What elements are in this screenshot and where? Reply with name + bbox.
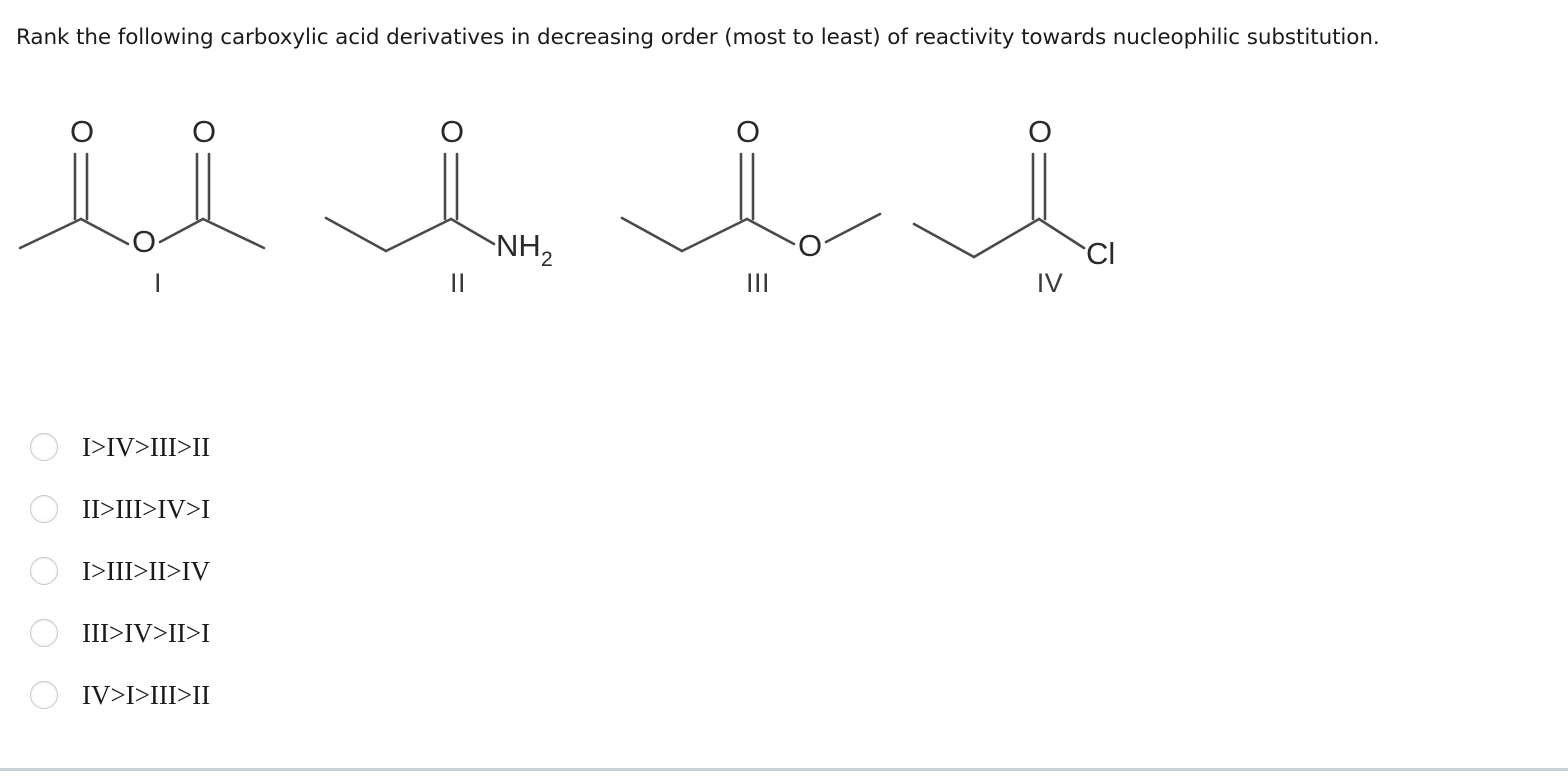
option-row-b[interactable]: II>III>IV>I xyxy=(0,478,700,540)
atom-label-oxygen-right: O xyxy=(192,114,216,149)
bond-carbonyl-to-chlorine xyxy=(1037,217,1086,250)
radio-button-e[interactable] xyxy=(30,681,58,709)
atom-label-oxygen: O xyxy=(1028,114,1052,149)
structure-ii-amide: O NH 2 II xyxy=(308,96,608,316)
atom-label-nitrogen: NH xyxy=(496,228,541,263)
option-row-a[interactable]: I>IV>III>II xyxy=(0,416,700,478)
bond-methyl-right xyxy=(201,217,266,250)
bond-methyl-to-ch2 xyxy=(324,216,388,253)
atom-label-oxygen-center: O xyxy=(132,224,156,259)
structure-i-anhydride: O O O I xyxy=(8,96,308,316)
option-label-b: II>III>IV>I xyxy=(82,493,211,524)
structure-label-iv: IV xyxy=(1036,268,1064,298)
option-label-a: I>IV>III>II xyxy=(82,431,211,462)
answer-options-group: I>IV>III>II II>III>IV>I I>III>II>IV III>… xyxy=(0,416,700,726)
bond-ch2-to-carbonyl xyxy=(384,217,453,253)
option-row-e[interactable]: IV>I>III>II xyxy=(0,664,700,726)
option-row-c[interactable]: I>III>II>IV xyxy=(0,540,700,602)
atom-label-oxygen-carbonyl: O xyxy=(736,114,760,149)
bond-methyl-to-ch2 xyxy=(912,222,976,259)
atom-label-oxygen-ester: O xyxy=(798,228,822,263)
radio-button-a[interactable] xyxy=(30,433,58,461)
bond-ch2-to-carbonyl xyxy=(972,217,1041,259)
radio-button-c[interactable] xyxy=(30,557,58,585)
atom-label-nitrogen-subscript: 2 xyxy=(541,248,553,271)
option-row-d[interactable]: III>IV>II>I xyxy=(0,602,700,664)
option-label-c: I>III>II>IV xyxy=(82,555,211,586)
structure-iv-acid-chloride: O Cl IV xyxy=(900,96,1200,316)
atom-label-oxygen: O xyxy=(440,114,464,149)
structure-iii-ester: O O III xyxy=(608,96,908,316)
bottom-divider xyxy=(0,768,1568,771)
option-label-d: III>IV>II>I xyxy=(82,617,211,648)
structure-gallery: O O O I O NH 2 xyxy=(0,96,1260,316)
bond-methyl-to-ch2 xyxy=(620,216,684,253)
bond-methyl-left xyxy=(18,217,83,250)
radio-button-d[interactable] xyxy=(30,619,58,647)
atom-label-oxygen-left: O xyxy=(70,114,94,149)
structure-label-iii: III xyxy=(745,268,770,298)
bond-o-to-carbonyl-right xyxy=(158,217,205,244)
bond-carbonyl-left-to-o xyxy=(79,217,130,246)
structure-label-ii: II xyxy=(449,268,466,298)
page-title: Rank the following carboxylic acid deriv… xyxy=(16,25,1380,50)
radio-button-b[interactable] xyxy=(30,495,58,523)
bond-carbonyl-to-oxygen xyxy=(745,217,796,246)
bond-oxygen-to-methyl xyxy=(824,212,882,244)
option-label-e: IV>I>III>II xyxy=(82,679,211,710)
structure-label-i: I xyxy=(153,268,162,298)
bond-ch2-to-carbonyl xyxy=(680,217,749,253)
atom-label-chlorine: Cl xyxy=(1086,236,1115,271)
bond-carbonyl-to-nitrogen xyxy=(449,217,496,246)
